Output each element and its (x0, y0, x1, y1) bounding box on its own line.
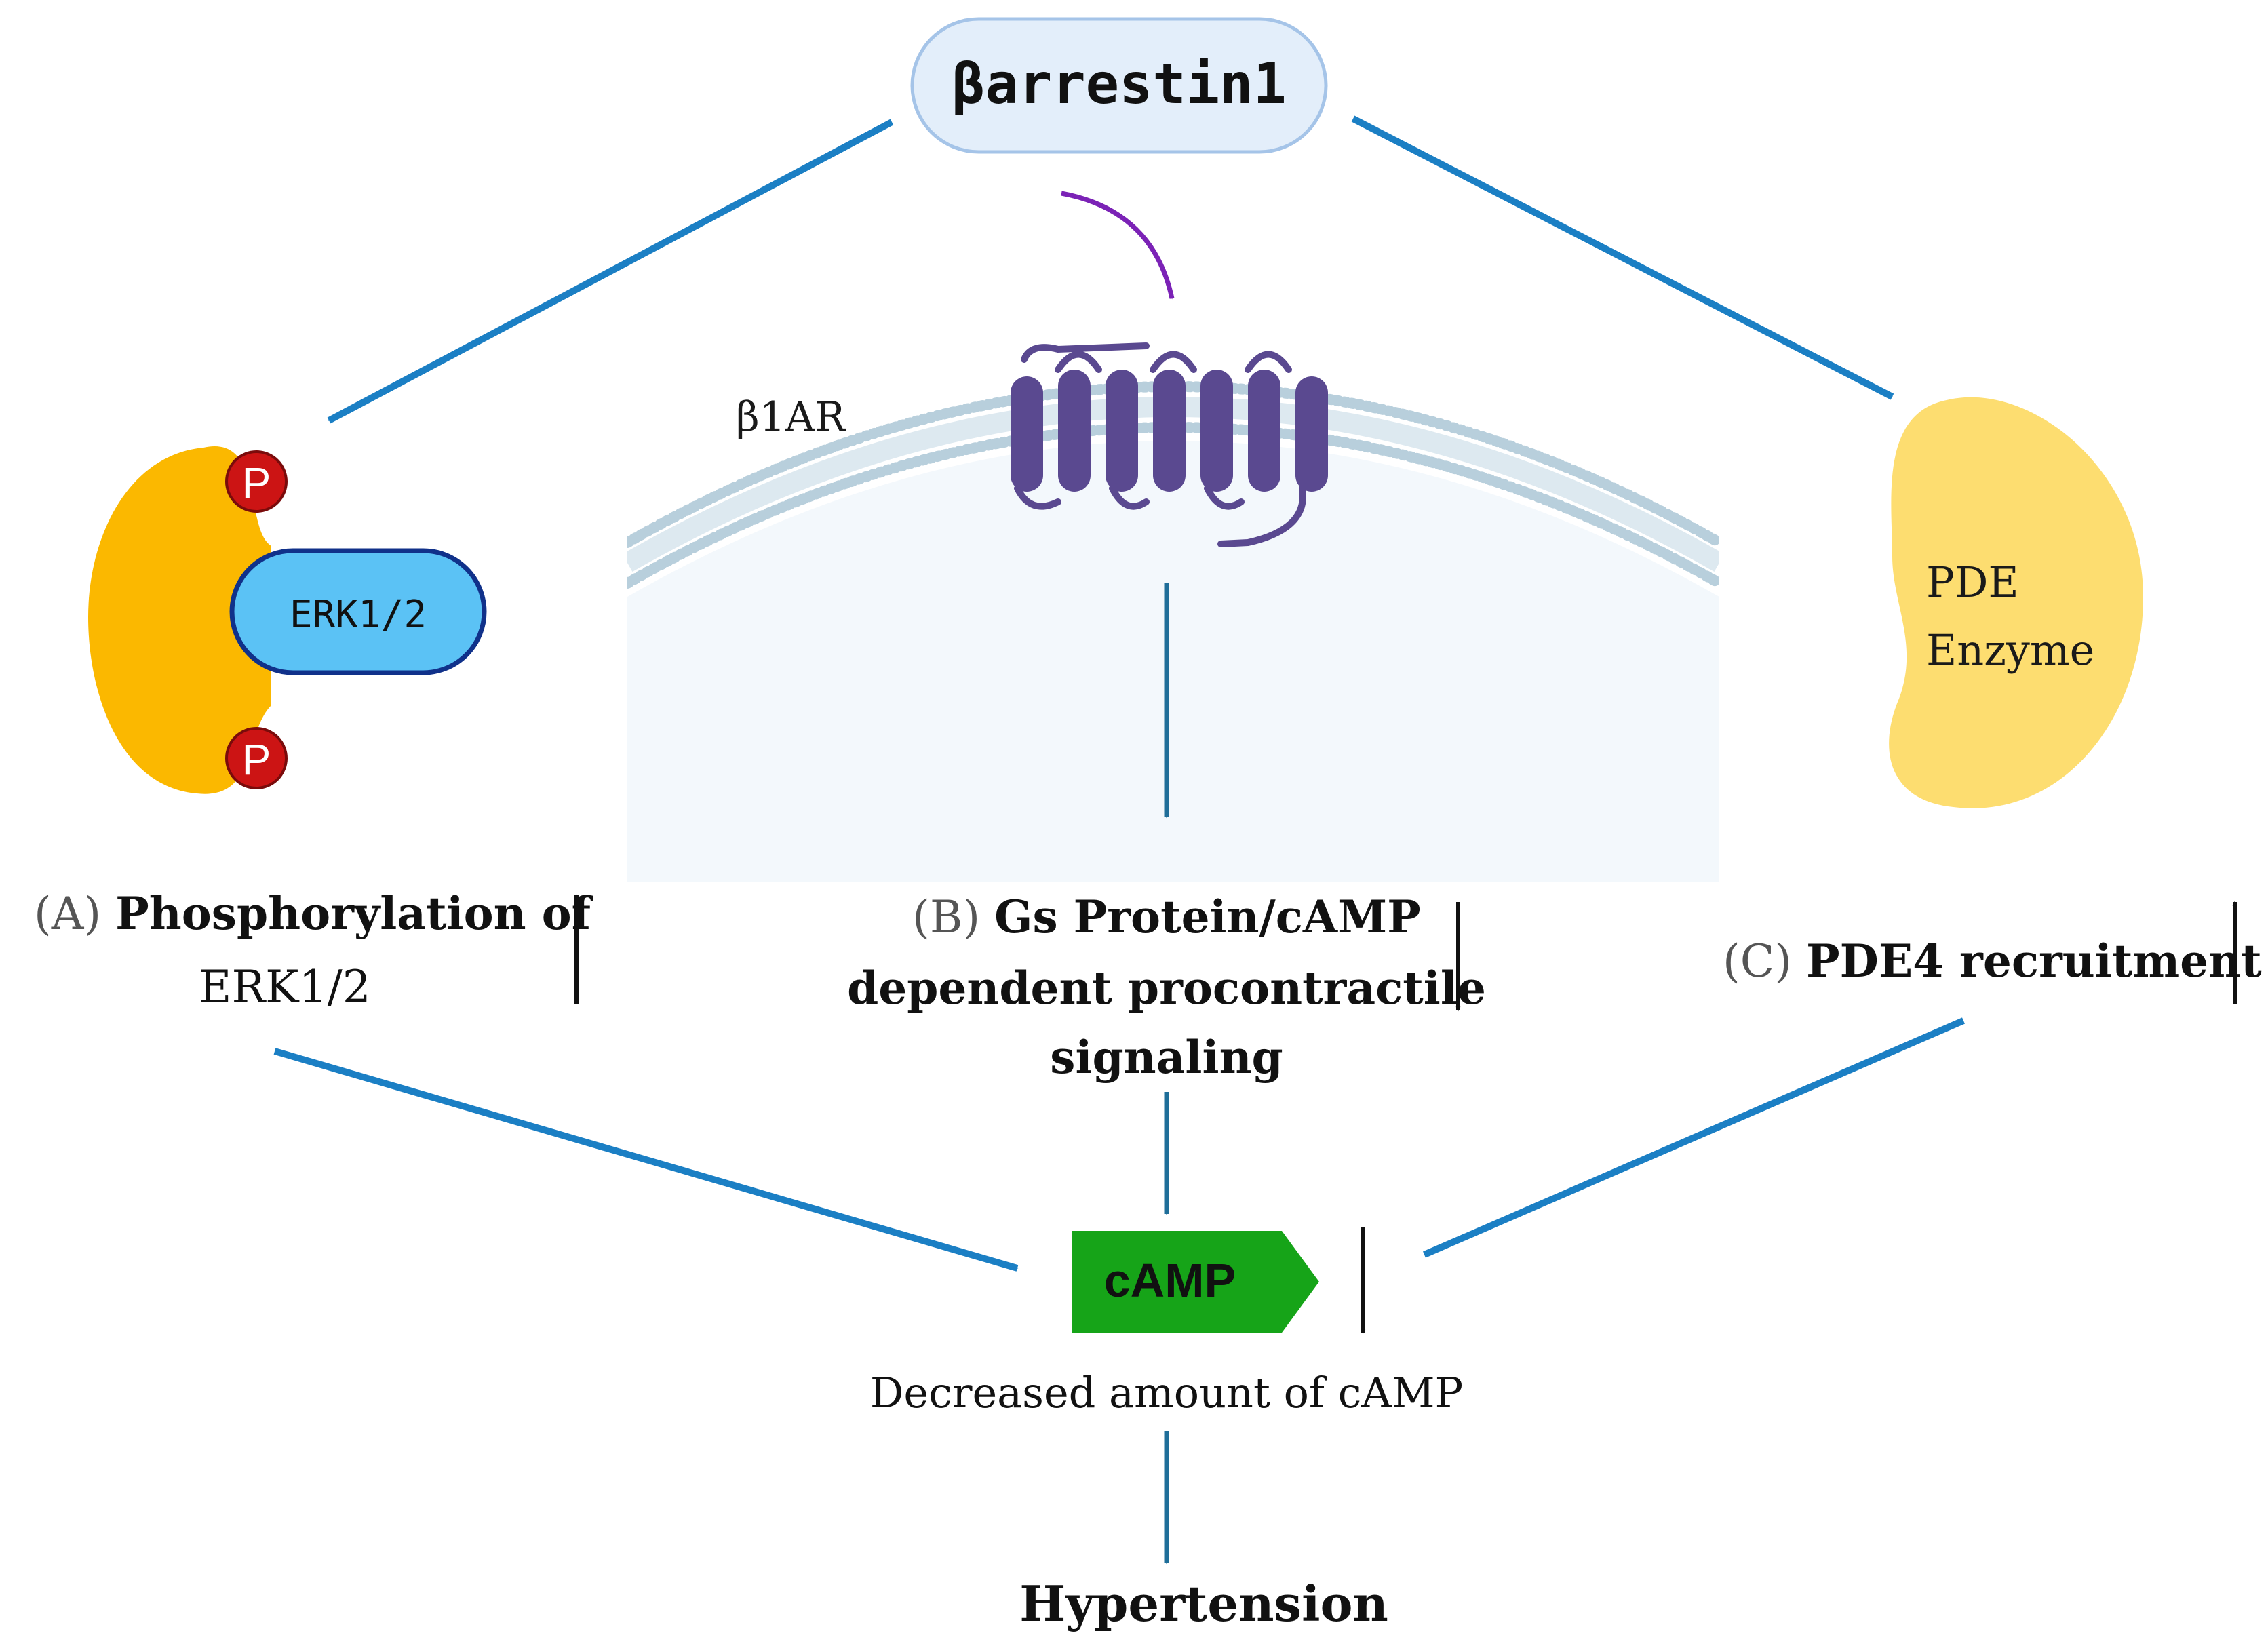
phospho-icon-top (225, 450, 288, 513)
kinase-complex: ERK1/2 P P (88, 446, 487, 794)
arrow-barrestin-to-pde (1351, 115, 1894, 400)
pde-enzyme: PDE Enzyme (1889, 397, 2143, 808)
pde-label-line1: PDE (1926, 557, 2019, 607)
arrow-barrestin-to-erk (327, 119, 894, 424)
arrow-erk-to-camp (273, 1048, 1019, 1272)
label-a-line2: ERK1/2 (199, 961, 370, 1013)
label-a-text: Phosphorylation of (115, 887, 593, 940)
decreased-label: Decreased amount of cAMP (870, 1368, 1464, 1417)
barrestin-label: βarrestin1 (952, 52, 1287, 117)
label-b-line1: (B) Gs Protein/cAMP (912, 890, 1421, 943)
label-b-line3: signaling (1050, 1031, 1283, 1084)
barrestin-node: βarrestin1 (910, 17, 1328, 154)
phospho-icon-bottom (225, 727, 288, 789)
camp-label: cAMP (1104, 1254, 1236, 1307)
phospho-label-bottom: P (242, 735, 271, 784)
erk-label: ERK1/2 (290, 593, 427, 637)
label-a-prefix: (A) (34, 888, 101, 940)
pde-label-line2: Enzyme (1926, 625, 2094, 675)
label-b-prefix: (B) (912, 891, 980, 943)
kinase-shape (88, 446, 271, 794)
camp-node: cAMP (1072, 1231, 1319, 1333)
erk-node (229, 548, 487, 675)
arrow-pde-to-camp (1423, 1017, 1965, 1258)
label-c-prefix: (C) (1723, 935, 1792, 987)
label-c-line1: (C) PDE4 recruitment (1723, 935, 2262, 987)
outcome-label: Hypertension (1019, 1575, 1388, 1632)
label-a-line1: (A) Phosphorylation of (34, 887, 593, 940)
phospho-label-top: P (242, 458, 271, 507)
curved-arrow-to-receptor (1061, 191, 1175, 300)
label-c-text: PDE4 recruitment (1806, 935, 2262, 987)
label-b-line2: dependent procontractile (847, 962, 1486, 1015)
beta1ar-receptor-icon (1011, 342, 1328, 547)
cell-interior (627, 441, 1719, 882)
pde-shape (1889, 397, 2143, 808)
label-b-text: Gs Protein/cAMP (994, 890, 1421, 943)
receptor-label: β1AR (736, 393, 846, 441)
